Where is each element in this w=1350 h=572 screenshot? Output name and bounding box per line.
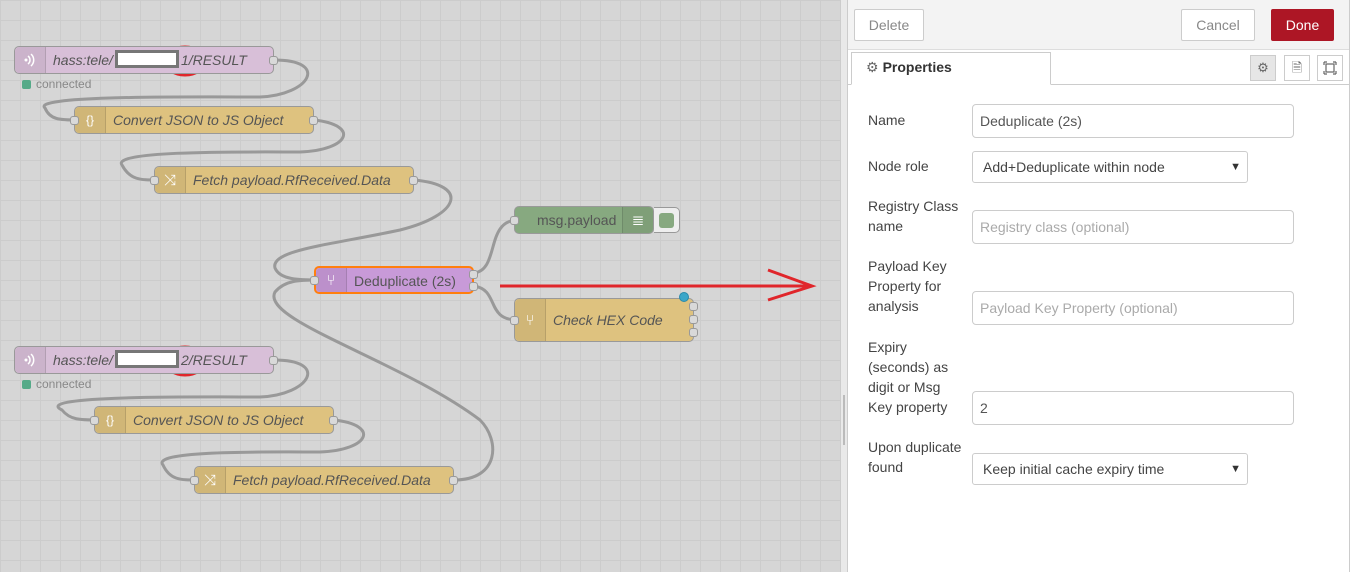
tab-description-button[interactable]: 🗎	[1284, 55, 1310, 81]
output-port[interactable]	[329, 416, 338, 425]
payload-key-label: Payload Key Property for analysis	[868, 258, 947, 314]
mqtt-topic-label: hass:tele/2/RESULT	[53, 350, 247, 368]
gear-icon: ⚙	[866, 59, 879, 75]
done-button[interactable]: Done	[1271, 9, 1334, 41]
frame-icon	[1323, 61, 1337, 75]
upon-duplicate-label: Upon duplicate found	[868, 439, 962, 475]
chevron-down-icon: ▼	[1230, 161, 1241, 173]
flow-workspace[interactable]: hass:tele/1/RESULT connected {} Convert …	[0, 0, 840, 572]
debug-toggle-button[interactable]	[654, 207, 680, 233]
input-port[interactable]	[510, 216, 519, 225]
debug-node[interactable]: msg.payload ≣	[510, 206, 654, 234]
node-label: Convert JSON to JS Object	[113, 112, 284, 128]
tab-appearance-button[interactable]	[1317, 55, 1343, 81]
switch-icon: ⑂	[515, 299, 546, 341]
wire	[42, 58, 310, 122]
input-port[interactable]	[150, 176, 159, 185]
wire	[272, 278, 495, 482]
status-dot-icon	[22, 380, 31, 389]
wire	[473, 284, 519, 322]
changed-indicator-icon	[679, 292, 689, 302]
upon-duplicate-select[interactable]: Keep initial cache expiry time ▼	[972, 453, 1248, 485]
redacted-topic-box	[114, 350, 179, 368]
panel-splitter[interactable]	[840, 0, 848, 572]
output-port-3[interactable]	[689, 328, 698, 337]
expiry-input[interactable]	[972, 391, 1294, 425]
input-port[interactable]	[310, 276, 319, 285]
node-role-select[interactable]: Add+Deduplicate within node ▼	[972, 151, 1248, 183]
name-label: Name	[868, 112, 906, 128]
wifi-icon	[15, 347, 46, 373]
redacted-topic-box	[114, 50, 179, 68]
payload-key-input[interactable]	[972, 291, 1294, 325]
input-port[interactable]	[510, 316, 519, 325]
json-icon: {}	[95, 407, 126, 433]
wire	[473, 218, 519, 275]
cancel-button[interactable]: Cancel	[1181, 9, 1255, 41]
wifi-icon	[15, 47, 46, 73]
node-edit-panel: Delete Cancel Done ⚙Properties ⚙ 🗎 Name …	[848, 0, 1350, 572]
json-node-2[interactable]: {} Convert JSON to JS Object	[90, 406, 338, 434]
node-label: Fetch payload.RfReceived.Data	[233, 472, 431, 488]
output-port-2[interactable]	[469, 282, 478, 291]
output-port[interactable]	[309, 116, 318, 125]
output-port-1[interactable]	[689, 302, 698, 311]
change-node-1[interactable]: ⤨ Fetch payload.RfReceived.Data	[150, 166, 418, 194]
panel-tabs: ⚙Properties ⚙ 🗎	[848, 49, 1349, 85]
json-icon: {}	[75, 107, 106, 133]
node-label: Convert JSON to JS Object	[133, 412, 304, 428]
deduplicate-node[interactable]: ⑂ Deduplicate (2s)	[310, 266, 478, 294]
document-icon: 🗎	[1291, 60, 1303, 75]
tray-header: Delete Cancel Done	[848, 0, 1349, 50]
mqtt-topic-label: hass:tele/1/RESULT	[53, 50, 247, 68]
node-label: msg.payload	[537, 212, 617, 228]
switch-node[interactable]: ⑂ Check HEX Code	[510, 292, 698, 342]
tab-settings-button[interactable]: ⚙	[1250, 55, 1276, 81]
mqtt-status-2: connected	[22, 377, 91, 391]
output-port[interactable]	[449, 476, 458, 485]
shuffle-icon: ⤨	[155, 167, 186, 193]
wire	[273, 178, 453, 282]
input-port[interactable]	[70, 116, 79, 125]
input-port[interactable]	[90, 416, 99, 425]
output-port[interactable]	[269, 56, 278, 65]
splitter-grip	[843, 395, 845, 445]
tab-properties[interactable]: ⚙Properties	[851, 52, 1051, 85]
name-input[interactable]	[972, 104, 1294, 138]
list-icon: ≣	[622, 207, 653, 233]
node-label: Check HEX Code	[553, 312, 663, 328]
registry-class-label: Registry Class name	[868, 198, 959, 234]
gear-icon: ⚙	[1257, 60, 1269, 75]
delete-button[interactable]: Delete	[854, 9, 924, 41]
output-port-2[interactable]	[689, 315, 698, 324]
chevron-down-icon: ▼	[1230, 463, 1241, 475]
shuffle-icon: ⤨	[195, 467, 226, 493]
wire	[160, 418, 365, 482]
annotation-arrow-head	[767, 268, 817, 302]
input-port[interactable]	[190, 476, 199, 485]
output-port[interactable]	[269, 356, 278, 365]
output-port-1[interactable]	[469, 270, 478, 279]
expiry-label: Expiry (seconds) as digit or Msg Key pro…	[868, 339, 949, 415]
mqtt-status-1: connected	[22, 77, 91, 91]
mqtt-in-node-2[interactable]: hass:tele/2/RESULT	[14, 346, 278, 374]
registry-class-input[interactable]	[972, 210, 1294, 244]
wire	[120, 118, 345, 182]
node-label: Deduplicate (2s)	[354, 273, 456, 289]
json-node-1[interactable]: {} Convert JSON to JS Object	[70, 106, 318, 134]
change-node-2[interactable]: ⤨ Fetch payload.RfReceived.Data	[190, 466, 458, 494]
split-icon: ⑂	[316, 268, 347, 292]
node-label: Fetch payload.RfReceived.Data	[193, 172, 391, 188]
wire	[56, 358, 310, 422]
status-dot-icon	[22, 80, 31, 89]
node-role-label: Node role	[868, 158, 929, 174]
output-port[interactable]	[409, 176, 418, 185]
mqtt-in-node-1[interactable]: hass:tele/1/RESULT	[14, 46, 278, 74]
